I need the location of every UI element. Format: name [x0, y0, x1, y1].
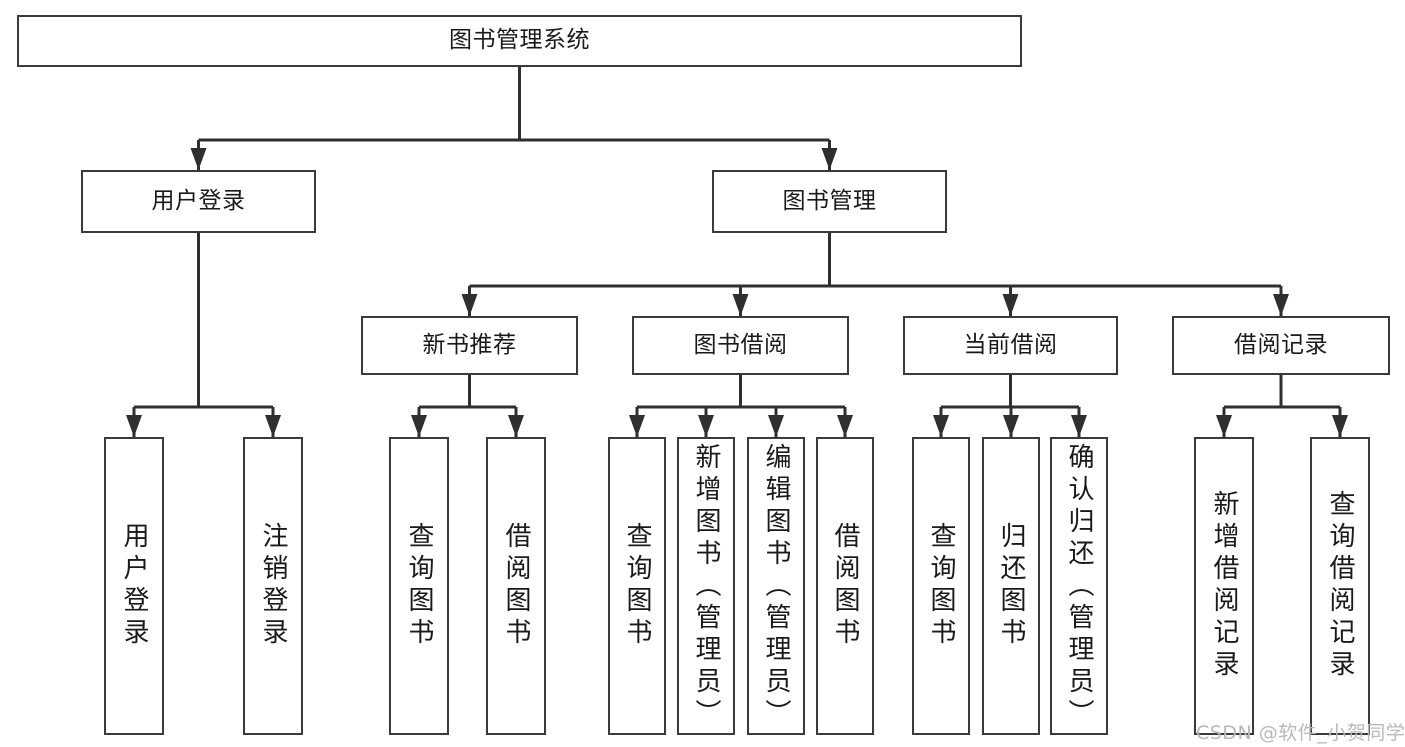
node-label: 用户登录: [119, 522, 149, 650]
arrow-head: [126, 415, 142, 437]
node-label: 图书借阅: [693, 331, 788, 358]
node-leaf-leaf-query-borrow-record[interactable]: 查询借阅记录: [1310, 437, 1370, 735]
arrow-head: [411, 415, 427, 437]
arrow-head: [1216, 415, 1232, 437]
arrow-head: [461, 294, 478, 316]
node-level2-book-manage[interactable]: 图书管理: [712, 170, 947, 233]
node-label: 当前借阅: [963, 331, 1058, 358]
arrow-head: [265, 415, 281, 437]
node-level3-borrow-record[interactable]: 借阅记录: [1172, 316, 1390, 375]
node-leaf-leaf-borrow-book-2[interactable]: 借阅图书: [816, 437, 874, 735]
node-leaf-leaf-query-book-1[interactable]: 查询图书: [389, 437, 449, 735]
arrow-head: [190, 148, 207, 170]
arrow-head: [508, 415, 524, 437]
node-level3-current-borrow[interactable]: 当前借阅: [903, 316, 1118, 375]
node-leaf-leaf-logout-login[interactable]: 注销登录: [243, 437, 303, 735]
node-label: 归还图书: [996, 522, 1026, 650]
arrow-head: [1273, 294, 1289, 316]
node-leaf-leaf-borrow-book-1[interactable]: 借阅图书: [486, 437, 546, 735]
node-root[interactable]: 图书管理系统: [17, 15, 1022, 67]
arrow-head: [837, 415, 853, 437]
arrow-head: [1071, 415, 1087, 437]
node-leaf-leaf-confirm-return-admin[interactable]: 确认归还（管理员）: [1050, 437, 1108, 735]
node-label: 查询图书: [622, 522, 652, 650]
node-label: 新增借阅记录: [1209, 490, 1239, 682]
node-label: 查询借阅记录: [1325, 490, 1355, 682]
arrow-head: [1002, 294, 1019, 316]
node-leaf-leaf-query-book-2[interactable]: 查询图书: [608, 437, 666, 735]
node-level2-user-login[interactable]: 用户登录: [81, 170, 316, 233]
node-label: 确认归还（管理员）: [1064, 443, 1094, 731]
arrow-head: [768, 415, 784, 437]
node-label: 新书推荐: [422, 331, 517, 358]
node-label: 查询图书: [404, 522, 434, 650]
node-label: 编辑图书（管理员）: [761, 443, 791, 731]
arrow-head: [698, 415, 714, 437]
node-leaf-leaf-user-login[interactable]: 用户登录: [104, 437, 164, 735]
arrow-head: [732, 294, 749, 316]
node-label: 查询图书: [926, 522, 956, 650]
node-leaf-leaf-add-book-admin[interactable]: 新增图书（管理员）: [677, 437, 735, 735]
node-label: 图书管理: [782, 187, 877, 214]
node-leaf-leaf-add-borrow-record[interactable]: 新增借阅记录: [1194, 437, 1254, 735]
watermark-text: CSDN @软件_小贺同学: [1196, 722, 1405, 744]
node-level3-book-borrow[interactable]: 图书借阅: [632, 316, 849, 375]
node-leaf-leaf-query-book-3[interactable]: 查询图书: [912, 437, 970, 735]
node-leaf-leaf-return-book[interactable]: 归还图书: [982, 437, 1040, 735]
arrow-head: [629, 415, 645, 437]
node-label: 借阅图书: [501, 522, 531, 650]
arrow-head: [821, 148, 838, 170]
node-leaf-leaf-edit-book-admin[interactable]: 编辑图书（管理员）: [747, 437, 805, 735]
node-label: 图书管理系统: [449, 27, 590, 54]
arrow-head: [1332, 415, 1348, 437]
node-label: 借阅记录: [1234, 331, 1328, 358]
node-label: 借阅图书: [830, 522, 860, 650]
node-label: 注销登录: [258, 522, 288, 650]
node-label: 用户登录: [151, 187, 246, 214]
node-level3-new-book-recommend[interactable]: 新书推荐: [361, 316, 578, 375]
arrow-head: [933, 415, 949, 437]
arrow-head: [1003, 415, 1019, 437]
node-label: 新增图书（管理员）: [691, 443, 721, 731]
